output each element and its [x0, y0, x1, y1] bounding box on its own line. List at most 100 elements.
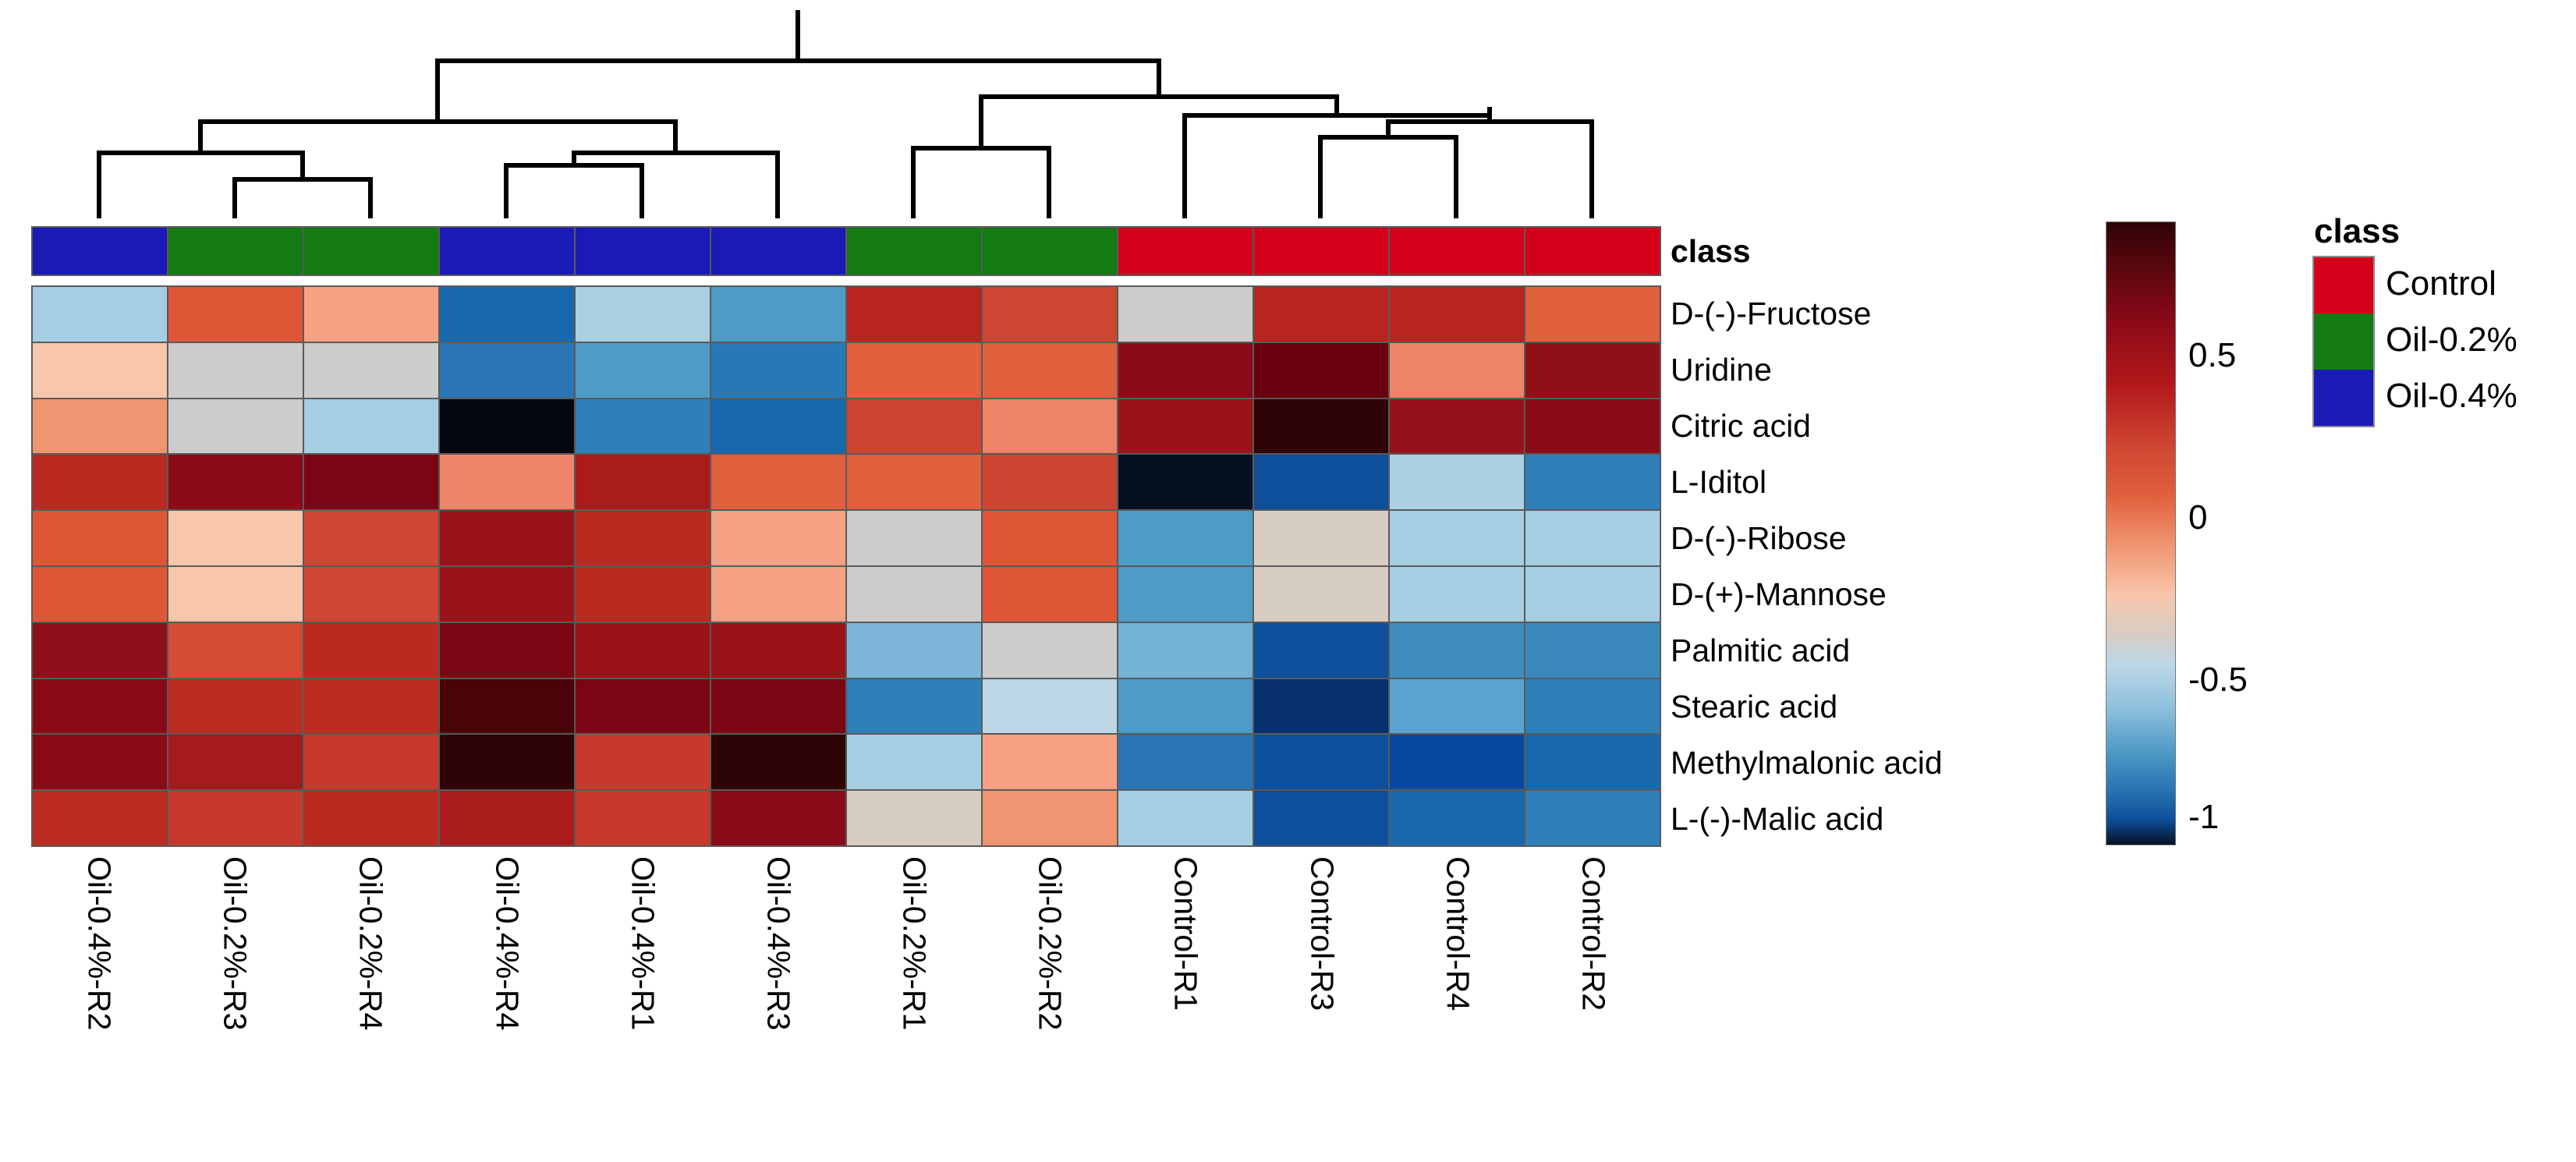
heatmap-cell: [711, 342, 847, 398]
heatmap-cell: [576, 511, 711, 565]
class-annotation-strip: [31, 226, 1661, 276]
heatmap-cell: [1254, 735, 1390, 790]
column-label: Oil-0.4%-R1: [625, 856, 661, 1031]
heatmap-cell: [847, 791, 983, 845]
legend-swatch[interactable]: [2314, 314, 2373, 370]
heatmap-cell: [1390, 342, 1525, 398]
colorbar-tick-label: -1: [2188, 798, 2220, 836]
heatmap-cell: [847, 678, 983, 734]
class-strip-cell: [304, 228, 440, 275]
heatmap-cell: [33, 566, 168, 622]
legend-swatch[interactable]: [2314, 370, 2373, 426]
column-label-slot: Oil-0.2%-R1: [846, 852, 982, 1160]
heatmap-cell: [168, 511, 304, 565]
heatmap-cell: [1525, 791, 1660, 845]
heatmap-cell: [33, 678, 168, 734]
class-strip-cell: [1118, 228, 1254, 275]
column-label-slot: Oil-0.4%-R4: [439, 852, 575, 1160]
heatmap-cell: [168, 566, 304, 622]
class-strip-cell: [711, 228, 847, 275]
row-label: Palmitic acid: [1671, 632, 1851, 668]
heatmap-cell: [33, 399, 168, 454]
heatmap-cell: [1525, 342, 1660, 398]
row-label: D-(-)-Ribose: [1671, 519, 1847, 556]
row-label: Stearic acid: [1671, 688, 1838, 724]
heatmap-cell: [1390, 287, 1525, 342]
heatmap-row: [33, 791, 1660, 845]
heatmap-cell: [168, 455, 304, 510]
heatmap-row: [33, 342, 1660, 399]
heatmap-cell: [576, 735, 711, 790]
heatmap-cell: [983, 455, 1118, 510]
row-label: Methylmalonic acid: [1671, 744, 1943, 781]
heatmap-cell: [440, 678, 576, 734]
row-label: Uridine: [1671, 351, 1772, 388]
heatmap-cell: [1390, 566, 1525, 622]
heatmap-cell: [1525, 399, 1660, 454]
heatmap-cell: [847, 455, 983, 510]
heatmap-cell: [983, 735, 1118, 790]
heatmap-cell: [711, 566, 847, 622]
heatmap-cell: [1254, 511, 1390, 565]
heatmap-cell: [1390, 622, 1525, 678]
column-label: Oil-0.2%-R1: [896, 856, 933, 1031]
class-strip-cell: [847, 228, 983, 275]
heatmap-cell: [33, 735, 168, 790]
heatmap-cell: [1118, 399, 1254, 454]
heatmap-cell: [1390, 511, 1525, 565]
heatmap-cell: [576, 455, 711, 510]
heatmap-cell: [1118, 566, 1254, 622]
heatmap-cell: [847, 511, 983, 565]
heatmap-cell: [440, 791, 576, 845]
class-strip-label: class: [1671, 233, 1751, 269]
heatmap-cell: [711, 622, 847, 678]
heatmap-cell: [576, 287, 711, 342]
column-label: Control-R1: [1168, 856, 1204, 1011]
heatmap-cell: [847, 566, 983, 622]
heatmap-cell: [304, 455, 440, 510]
heatmap-cell: [168, 287, 304, 342]
heatmap-cell: [983, 791, 1118, 845]
heatmap-row: [33, 735, 1660, 792]
heatmap-cell: [1118, 791, 1254, 845]
heatmap-cell: [576, 678, 711, 734]
column-label-slot: Control-R2: [1525, 852, 1661, 1160]
heatmap-cell: [304, 622, 440, 678]
legend-swatch[interactable]: [2314, 257, 2373, 314]
class-strip-cell: [1254, 228, 1390, 275]
heatmap-cell: [847, 342, 983, 398]
heatmap-cell: [1118, 511, 1254, 565]
heatmap-cell: [440, 566, 576, 622]
heatmap-cell: [1390, 791, 1525, 845]
colorbar-gradient: [2107, 222, 2175, 845]
heatmap-row: [33, 455, 1660, 512]
heatmap-cell: [168, 399, 304, 454]
column-label: Control-R2: [1575, 856, 1612, 1011]
heatmap-cell: [33, 287, 168, 342]
heatmap-cell: [440, 455, 576, 510]
colorbar-tick-label: -0.5: [2188, 661, 2248, 699]
row-label: D-(-)-Fructose: [1671, 295, 1872, 331]
column-label: Control-R4: [1440, 856, 1476, 1011]
column-dendrogram: [31, 6, 1661, 221]
heatmap-cell: [1390, 735, 1525, 790]
column-label: Oil-0.2%-R4: [353, 856, 389, 1031]
heatmap-cell: [711, 455, 847, 510]
heatmap-cell: [1525, 511, 1660, 565]
heatmap-row: [33, 622, 1660, 679]
legend-swatch-stack: [2312, 256, 2375, 427]
legend-item-label: Oil-0.2%: [2386, 321, 2518, 359]
heatmap-cell: [711, 511, 847, 565]
heatmap-cell: [1525, 735, 1660, 790]
heatmap-cell: [1525, 678, 1660, 734]
heatmap-cell: [1118, 622, 1254, 678]
heatmap-cell: [1118, 455, 1254, 510]
heatmap-cell: [168, 622, 304, 678]
heatmap-cell: [983, 342, 1118, 398]
heatmap-cell: [983, 399, 1118, 454]
column-label-slot: Oil-0.2%-R3: [167, 852, 303, 1160]
